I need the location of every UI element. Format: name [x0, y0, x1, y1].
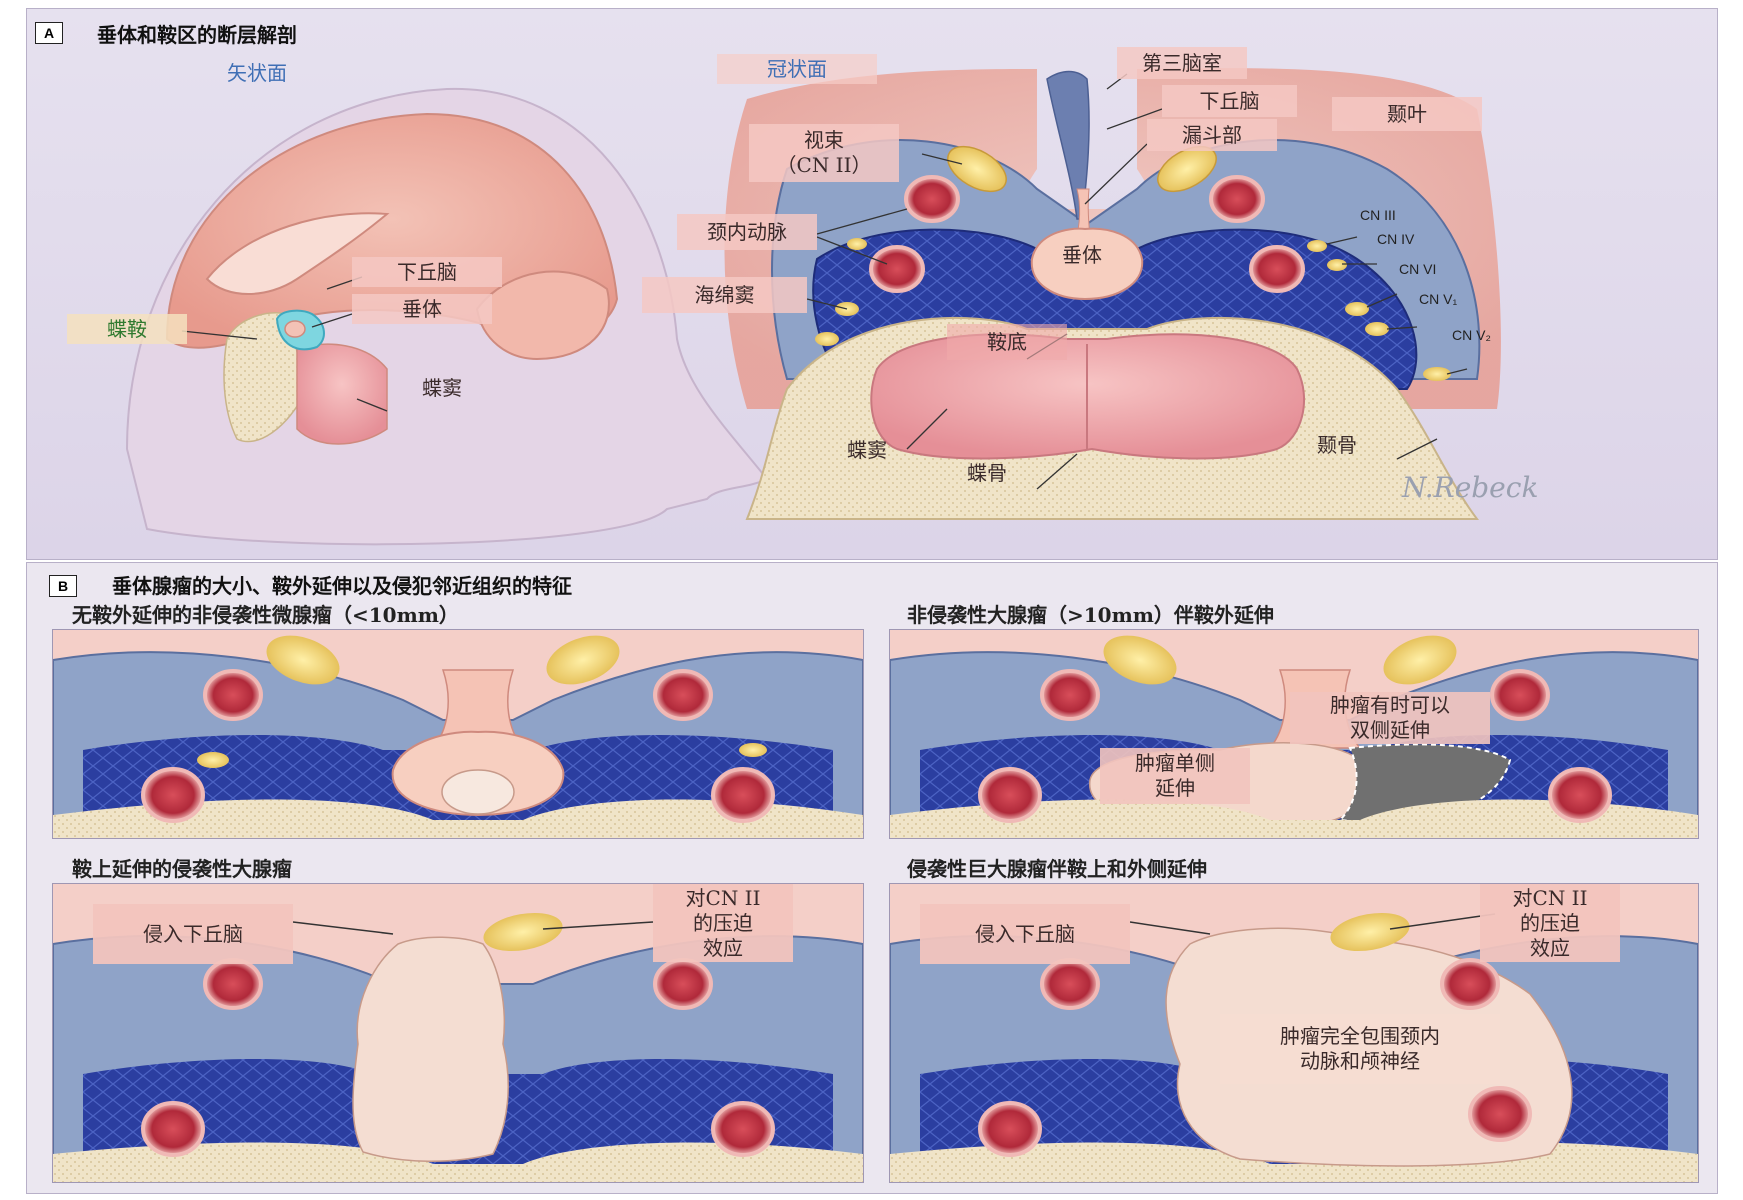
subpanel-2-title: 非侵袭性大腺瘤（>10mm）伴鞍外延伸	[907, 603, 1274, 627]
third-ventricle-label: 第三脑室	[1117, 47, 1247, 79]
carotid-label: 颈内动脉	[677, 214, 817, 250]
coronal-heading: 冠状面	[717, 54, 877, 84]
subpanel-3-title: 鞍上延伸的侵袭性大腺瘤	[72, 857, 292, 881]
temporal-bone-label: 颞骨	[1317, 433, 1357, 457]
subpanel-1	[52, 629, 864, 839]
cn2-compression-label-1: 对CN II 的压迫 效应	[653, 884, 793, 962]
cn2-compression-1-line2: 的压迫	[693, 910, 753, 935]
unilateral-label-line1: 肿瘤单侧	[1135, 751, 1215, 775]
subpanel-4: 侵入下丘脑 对CN II 的压迫 效应 肿瘤完全包围颈内 动脉和颅神经	[889, 883, 1699, 1183]
cn2-compression-2-line3: 效应	[1530, 935, 1570, 960]
cnv1-label: CN V₁	[1419, 291, 1458, 307]
sag-pituitary-label: 垂体	[352, 294, 492, 324]
cor-sphenoid-sinus-label: 蝶窦	[847, 438, 887, 462]
cn4-label: CN IV	[1377, 231, 1415, 247]
infundibulum-label: 漏斗部	[1147, 119, 1277, 151]
cn2-compression-label-2: 对CN II 的压迫 效应	[1480, 884, 1620, 962]
bilateral-label-line2: 双侧延伸	[1350, 718, 1430, 742]
panel-a-tag: A	[35, 22, 63, 44]
subpanel-2: 肿瘤有时可以 双侧延伸 肿瘤单侧 延伸	[889, 629, 1699, 839]
coronal-section	[724, 68, 1501, 520]
cor-hypothalamus-label: 下丘脑	[1162, 85, 1297, 117]
cn3-label: CN III	[1360, 207, 1396, 223]
subpanel-1-title: 无鞍外延伸的非侵袭性微腺瘤（<10mm）	[72, 603, 459, 627]
cnv2-label: CN V₂	[1452, 327, 1491, 343]
temporal-lobe-label: 颞叶	[1332, 97, 1482, 131]
panel-b-tag: B	[49, 575, 77, 597]
panel-b: B 垂体腺瘤的大小、鞍外延伸以及侵犯邻近组织的特征 无鞍外延伸的非侵袭性微腺瘤（…	[26, 562, 1718, 1194]
cn2-compression-2-line2: 的压迫	[1520, 910, 1580, 935]
encase-carotid-line2: 动脉和颅神经	[1300, 1049, 1420, 1073]
panel-a-illustration	[125, 68, 1501, 546]
optic-tract-label-line2: （CN II）	[776, 153, 872, 177]
subpanel-4-title: 侵袭性巨大腺瘤伴鞍上和外侧延伸	[907, 857, 1207, 881]
panel-a: A 垂体和鞍区的断层解剖 矢状面 下丘脑 垂体 蝶鞍 蝶窦 冠状面 第三脑室 下…	[26, 8, 1718, 560]
cn2-compression-1-line3: 效应	[703, 935, 743, 960]
optic-tract-label: 视束 （CN II）	[749, 124, 899, 182]
encase-carotid-line1: 肿瘤完全包围颈内	[1280, 1024, 1440, 1048]
invade-hypothalamus-label-2: 侵入下丘脑	[920, 904, 1130, 964]
invade-hypothalamus-label-1: 侵入下丘脑	[93, 904, 293, 964]
sphenoid-bone-label: 蝶骨	[967, 461, 1007, 485]
panel-b-title: 垂体腺瘤的大小、鞍外延伸以及侵犯邻近组织的特征	[112, 574, 572, 598]
cor-pituitary-label: 垂体	[1062, 243, 1102, 267]
panel-a-title: 垂体和鞍区的断层解剖	[97, 23, 297, 47]
bilateral-label-line1: 肿瘤有时可以	[1330, 693, 1450, 717]
sella-floor-label: 鞍底	[947, 324, 1067, 360]
sag-sphenoid-sinus-label: 蝶窦	[422, 376, 462, 400]
cn2-compression-1-line1: 对CN II	[685, 885, 761, 910]
cn2-compression-2-line1: 对CN II	[1512, 885, 1588, 910]
bilateral-extension-label: 肿瘤有时可以 双侧延伸	[1290, 692, 1490, 744]
cn6-label: CN VI	[1399, 261, 1437, 277]
subpanel-3: 侵入下丘脑 对CN II 的压迫 效应	[52, 883, 864, 1183]
encase-carotid-label: 肿瘤完全包围颈内 动脉和颅神经	[1220, 1014, 1500, 1084]
optic-tract-label-line1: 视束	[804, 128, 844, 152]
sag-hypothalamus-label: 下丘脑	[352, 257, 502, 287]
cavernous-sinus-label: 海绵窦	[642, 277, 807, 313]
artist-signature: N.Rebeck	[1402, 471, 1539, 504]
unilateral-extension-label: 肿瘤单侧 延伸	[1100, 748, 1250, 804]
unilateral-label-line2: 延伸	[1155, 776, 1195, 800]
subpanel-1-illustration	[53, 630, 863, 838]
sella-label: 蝶鞍	[67, 314, 187, 344]
sagittal-heading: 矢状面	[227, 61, 287, 85]
